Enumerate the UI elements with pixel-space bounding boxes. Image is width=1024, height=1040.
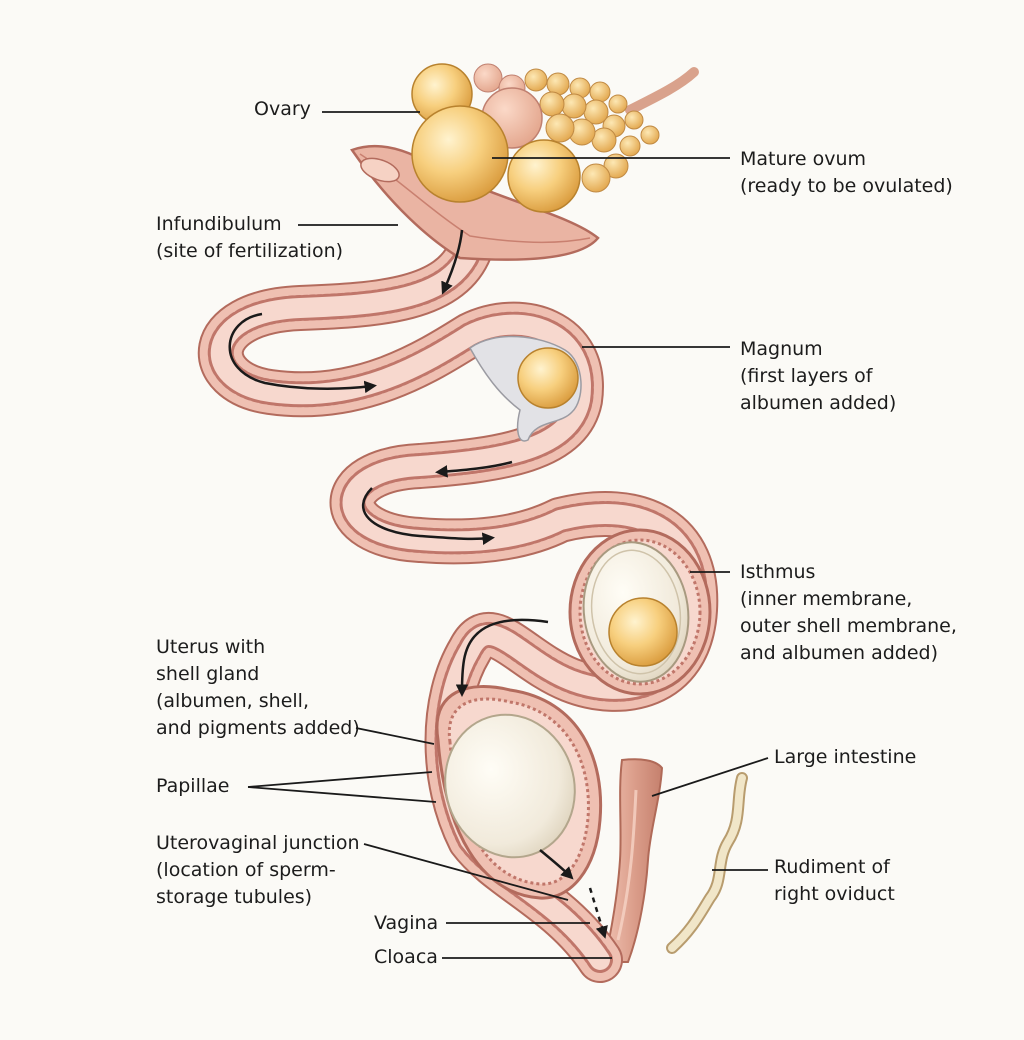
flow-arrow-icon <box>228 229 608 939</box>
egg-illustration <box>444 713 576 859</box>
leader-lines <box>247 111 769 959</box>
label-vagina: Vagina <box>374 912 439 934</box>
ovary-illustration <box>411 63 699 213</box>
leader-uterovaginal <box>363 843 569 901</box>
label-magnum: Magnum (first layers of albumen added) <box>740 338 897 414</box>
leader-papillae-2 <box>247 786 437 803</box>
leader-uterus <box>355 727 435 745</box>
oviduct-illustration <box>197 227 719 983</box>
label-mature-ovum: Mature ovum (ready to be ovulated) <box>740 148 953 197</box>
label-ovary: Ovary <box>254 98 311 120</box>
label-uterovaginal-junction: Uterovaginal junction (location of sperm… <box>156 832 360 908</box>
label-infundibulum: Infundibulum (site of fertilization) <box>156 213 344 262</box>
label-large-intestine: Large intestine <box>774 746 917 768</box>
label-uterus: Uterus with shell gland (albumen, shell,… <box>156 636 360 739</box>
label-rudiment: Rudiment of right oviduct <box>774 856 895 905</box>
rudiment-oviduct-illustration <box>666 772 748 954</box>
label-isthmus: Isthmus (inner membrane, outer shell mem… <box>740 561 957 664</box>
label-papillae: Papillae <box>156 775 230 797</box>
leader-papillae-1 <box>247 771 433 788</box>
magnum-ovum-illustration <box>469 335 582 442</box>
infundibulum-illustration <box>350 144 600 261</box>
label-cloaca: Cloaca <box>374 946 438 968</box>
large-intestine-illustration <box>602 758 664 963</box>
leader-large-intestine <box>651 757 769 797</box>
isthmus-egg-illustration <box>582 541 690 683</box>
